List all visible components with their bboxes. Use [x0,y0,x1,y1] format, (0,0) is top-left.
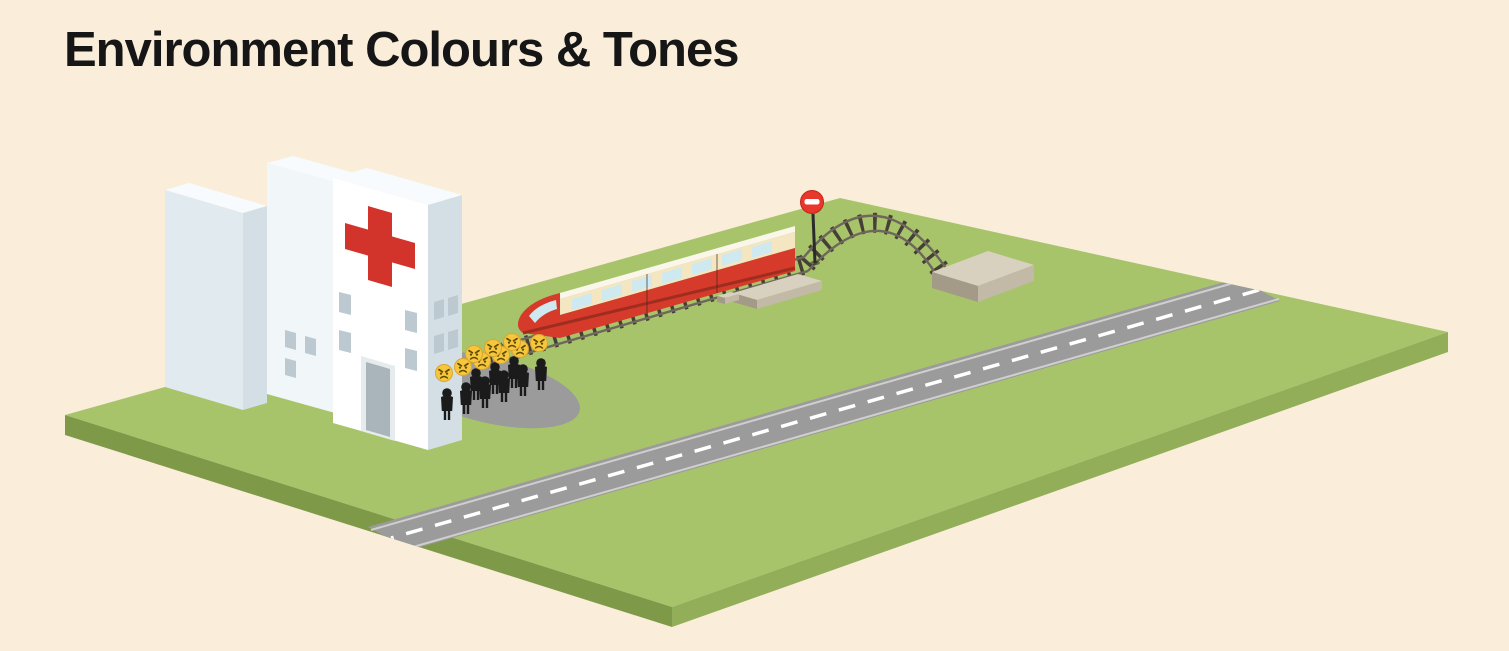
train-window [722,249,742,266]
hospital-left-tower-top [165,183,267,213]
red-cross-icon [345,206,415,287]
train-underframe [522,266,796,335]
train-window [752,241,772,258]
road-center-dashes [390,288,1260,540]
window [339,330,351,353]
window [448,329,458,350]
window [448,295,458,316]
train-windows [572,241,772,310]
train [517,226,796,338]
train-window [692,258,712,275]
rail [807,229,942,282]
grass-edge-right [672,332,1448,627]
window [434,333,444,354]
angry-emoji-icon [502,332,522,352]
hospital-main-top [333,168,462,205]
hospital-entrance [361,356,395,441]
train-window [602,284,622,301]
angry-emoji-icon [529,333,549,353]
window [405,348,417,371]
road [368,278,1280,550]
angry-emoji-icon [434,363,454,383]
train-roof [560,226,795,299]
platform-step [725,294,739,304]
road-edge-line [412,298,1280,548]
hospital-back-slab-top [267,156,361,182]
hospital-left-tower-side [243,206,267,410]
train-window [632,275,652,292]
train-lower-band [560,248,795,338]
platform-step [717,296,725,304]
train-windshield [529,300,557,323]
window [285,330,296,350]
hospital-back-slab-front [267,163,335,413]
window [285,358,296,378]
station-platform [717,274,822,309]
train-window [572,293,592,310]
angry-emoji-icon [483,338,503,358]
page-title: Environment Colours & Tones [64,23,739,77]
window [405,310,417,333]
grass-edge-left [65,415,672,627]
hospital-left-tower-front [165,190,243,410]
rail [803,214,949,272]
grass-top [65,198,1448,607]
window [305,336,316,356]
ground-plane [65,198,1448,627]
sign-pole [811,213,817,264]
road-edge-line [370,281,1238,531]
angry-emoji-icon [464,344,484,364]
train-window [662,267,682,284]
platform-step [717,292,739,298]
signal-sign [800,190,824,266]
hospital-main-side [428,195,462,450]
hospital-building [165,156,462,450]
no-entry-bar [804,199,820,205]
window [339,292,351,315]
buffer-stop [932,251,1034,302]
window [434,299,444,320]
